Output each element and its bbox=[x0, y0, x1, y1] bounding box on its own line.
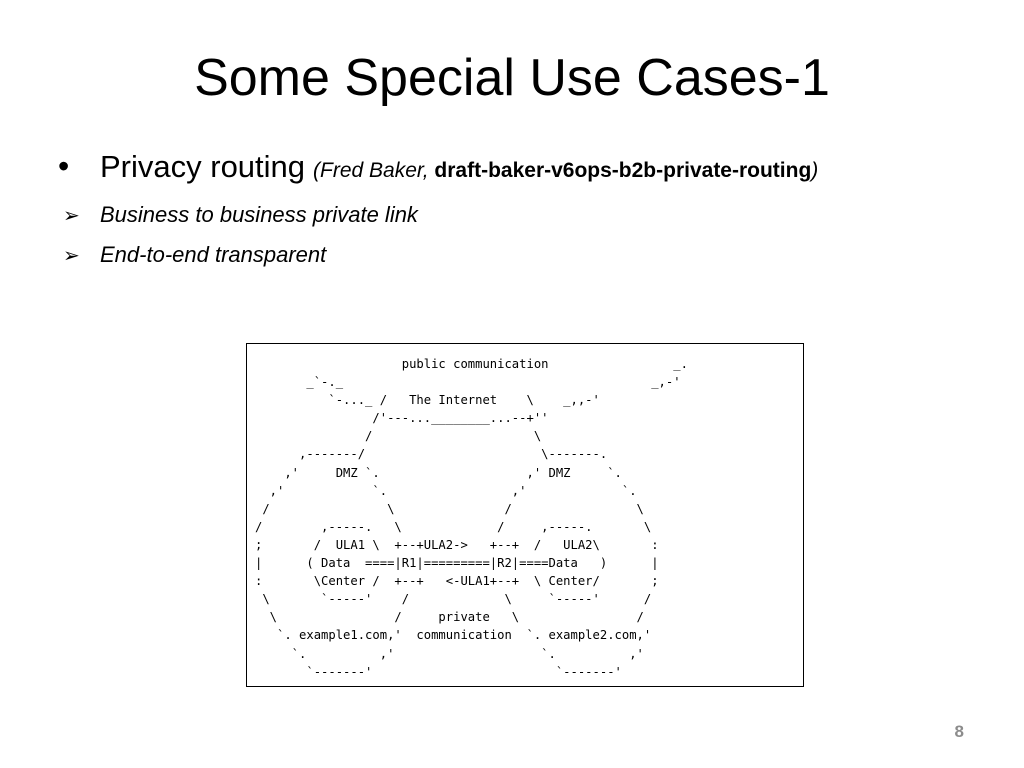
slide-title: Some Special Use Cases-1 bbox=[194, 49, 830, 107]
ascii-network-diagram: public communication _. _`-._ _,-' `-...… bbox=[255, 357, 688, 679]
bullet-reference: (Fred Baker, draft-baker-v6ops-b2b-priva… bbox=[313, 159, 818, 183]
page-number: 8 bbox=[954, 722, 964, 741]
bullet-reference-author: (Fred Baker, bbox=[313, 159, 435, 182]
sub-bullet-b2b-link: ➢ Business to business private link bbox=[63, 202, 418, 232]
bullet-reference-close: ) bbox=[811, 159, 819, 182]
bullet-privacy-routing-text: Privacy routing bbox=[100, 149, 306, 184]
bullet-privacy-routing: • Privacy routing (Fred Baker, draft-bak… bbox=[58, 148, 818, 192]
bullet-reference-draft: draft-baker-v6ops-b2b-private-routing bbox=[434, 159, 812, 182]
sub-bullet-end-to-end: ➢ End-to-end transparent bbox=[63, 242, 326, 272]
arrow-right-icon: ➢ bbox=[63, 245, 80, 267]
arrow-right-icon: ➢ bbox=[63, 205, 80, 227]
sub-bullet-end-to-end-text: End-to-end transparent bbox=[100, 242, 327, 267]
bullet-dot-icon: • bbox=[58, 148, 70, 184]
network-diagram: public communication _. _`-._ _,-' `-...… bbox=[246, 343, 804, 687]
sub-bullet-b2b-link-text: Business to business private link bbox=[100, 202, 418, 227]
